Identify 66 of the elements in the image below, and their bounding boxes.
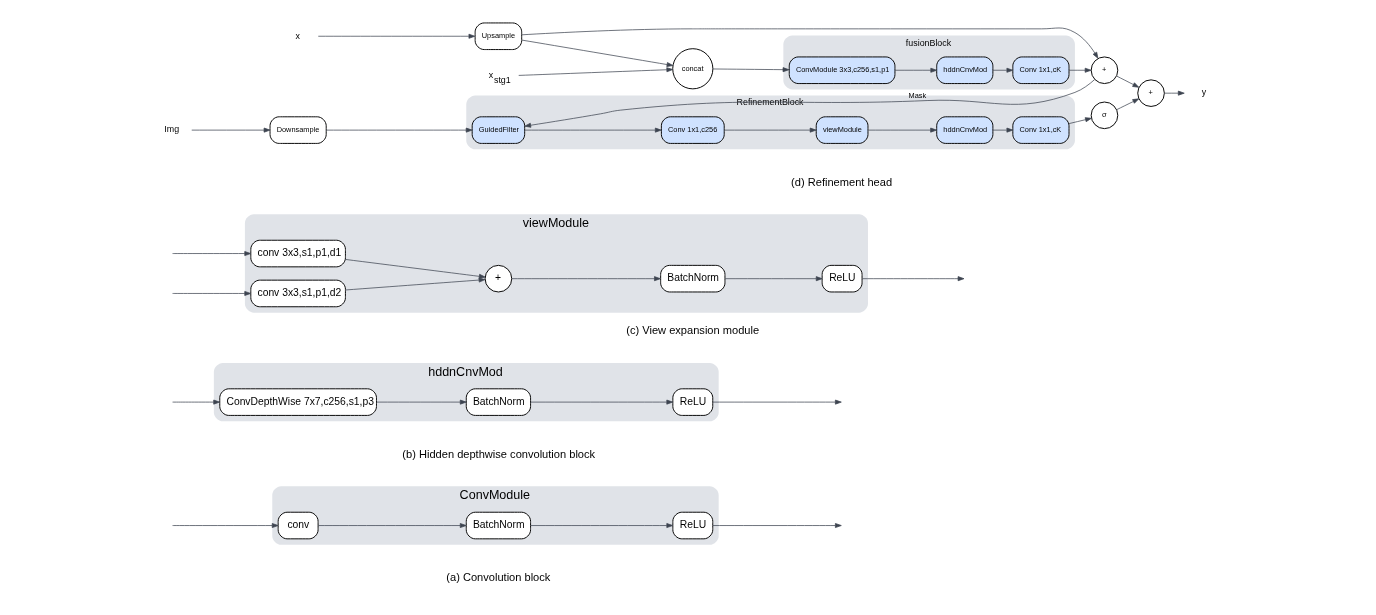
arrow	[712, 523, 842, 528]
arrow	[518, 67, 674, 76]
node-box: BatchNorm	[465, 511, 532, 540]
node-box: BatchNorm	[660, 264, 726, 293]
arrow	[325, 127, 473, 133]
arrow	[524, 79, 1096, 128]
arrow	[867, 127, 937, 133]
node-box: viewModule	[815, 116, 869, 144]
node-box: ConvDepthWise 7x7,c256,s1,p3	[219, 388, 377, 416]
node-text: Img	[164, 124, 180, 135]
arrow	[317, 523, 467, 528]
node-circle: +	[1137, 79, 1165, 107]
node-box: Conv 1x1,c256	[660, 116, 725, 144]
node-box: conv 3x3,s1,p1,d2	[250, 279, 346, 308]
label: (a) Convolution block	[446, 571, 551, 584]
arrow	[521, 39, 674, 67]
arrow	[724, 127, 817, 133]
arrow	[345, 259, 486, 279]
node-box: BatchNorm	[465, 388, 532, 416]
node-box: conv 3x3,s1,p1,d1	[250, 239, 346, 268]
node-circle: +	[1090, 56, 1119, 85]
node-box: Upsample	[474, 22, 523, 51]
node-box: ConvModule 3x3,c256,s1,p1	[788, 56, 896, 85]
arrow	[992, 127, 1014, 133]
node-box: Downsample	[269, 116, 327, 144]
arrow	[172, 291, 251, 296]
arrow	[530, 399, 674, 405]
arrow	[1116, 75, 1140, 88]
arrow	[712, 67, 790, 73]
node-box: conv	[277, 511, 319, 540]
node-box: hddnCnvMod	[936, 116, 994, 144]
arrow	[1116, 98, 1140, 111]
node-text: x	[295, 30, 300, 41]
arrow	[191, 127, 271, 133]
arrow	[724, 276, 823, 282]
arrow	[530, 523, 674, 528]
node-circle: σ	[1090, 101, 1119, 130]
arrow	[511, 276, 661, 282]
node-box: Conv 1x1,cK	[1012, 116, 1070, 144]
arrow	[992, 67, 1014, 73]
arrow	[1068, 117, 1092, 124]
node-box: GuidedFilter	[471, 116, 526, 144]
arrow	[172, 251, 251, 256]
arrow	[524, 127, 662, 133]
arrow	[172, 523, 279, 528]
label: (d) Refinement head	[791, 175, 893, 188]
arrow	[861, 276, 965, 282]
arrow	[376, 399, 467, 405]
label: (c) View expansion module	[626, 324, 760, 337]
node-circle: concat	[672, 48, 714, 90]
arrow	[521, 27, 1099, 59]
node-box: ReLU	[672, 511, 714, 540]
node-box: ReLU	[672, 388, 714, 416]
node-box: Conv 1x1,cK	[1012, 56, 1070, 85]
arrow	[317, 33, 476, 39]
node-circle: +	[484, 264, 513, 293]
arrow	[1068, 67, 1092, 73]
node-box: hddnCnvMod	[936, 56, 994, 85]
arrow	[172, 399, 220, 405]
arrow	[894, 67, 938, 73]
arrow	[712, 399, 842, 405]
arrow	[345, 277, 486, 291]
node-box: ReLU	[821, 264, 863, 293]
node-text: y	[1201, 87, 1207, 98]
label: (b) Hidden depthwise convolution block	[402, 447, 596, 460]
arrow	[1164, 90, 1185, 96]
